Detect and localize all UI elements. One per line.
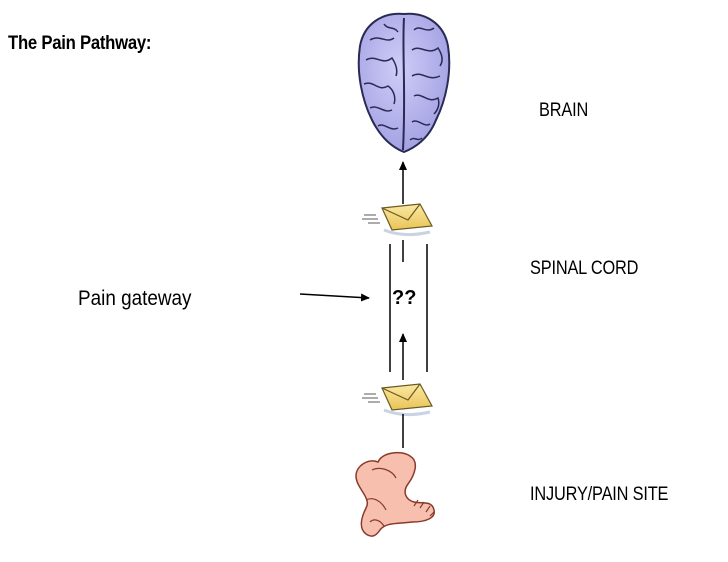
envelope-icon — [362, 204, 432, 235]
envelope-icon — [362, 384, 432, 415]
foot-icon — [356, 453, 434, 536]
brain-icon — [359, 14, 450, 152]
gateway-arrow — [300, 294, 369, 298]
